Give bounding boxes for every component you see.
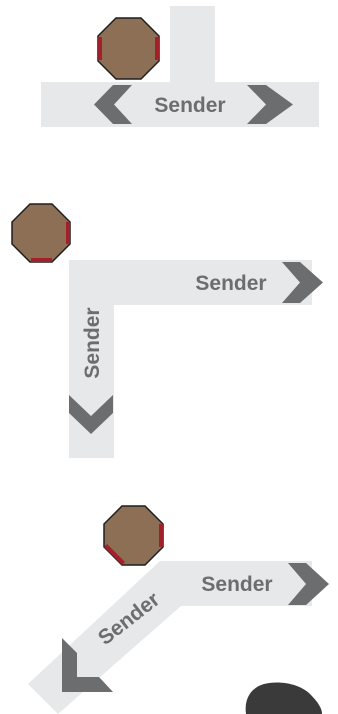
- sender-label-vertical: Sender: [81, 307, 104, 378]
- right-chevron-icon: [288, 563, 329, 605]
- vertical-track: [170, 6, 215, 86]
- robot-octagon-icon: [97, 17, 160, 80]
- angled-track: [28, 561, 312, 714]
- sender-label: Sender: [154, 94, 225, 117]
- down-chevron-icon: [69, 395, 113, 434]
- sender-label-horizontal: Sender: [195, 272, 266, 295]
- diagram-angled-corner: Sender Sender: [28, 505, 329, 714]
- diagram-t-junction: Sender: [41, 6, 319, 127]
- down-left-chevron-icon: [62, 638, 113, 692]
- diagram-l-corner: Sender Sender: [11, 203, 323, 458]
- sender-label-horizontal: Sender: [201, 573, 272, 596]
- left-chevron-icon: [94, 85, 132, 124]
- right-chevron-icon: [282, 262, 323, 303]
- robot-octagon-icon: [103, 505, 164, 566]
- right-chevron-icon: [247, 85, 293, 124]
- dark-blob-icon: [245, 682, 322, 714]
- robot-octagon-icon: [11, 203, 71, 263]
